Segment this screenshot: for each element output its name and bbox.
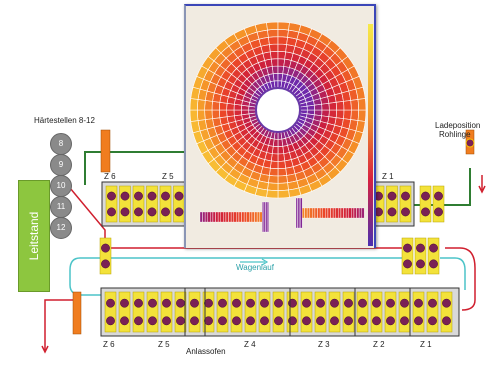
- lower-carrier: [104, 291, 117, 333]
- heat-disc-hole: [255, 87, 301, 133]
- upper-carrier: [146, 185, 158, 223]
- lower-carrier: [202, 291, 215, 333]
- station-10[interactable]: 10: [50, 175, 72, 197]
- transfer-carrier: [414, 237, 427, 275]
- upper-carrier: [159, 185, 172, 223]
- lower-carrier: [132, 291, 145, 333]
- ladeposition-label-2: Rohlinge: [439, 130, 471, 139]
- heater-left: [100, 129, 111, 173]
- anlassofen-label: Anlassofen: [186, 347, 226, 356]
- lower-carrier: [160, 291, 173, 333]
- upper-zone-z1: Z 1: [382, 172, 394, 181]
- upper-zone-z6: Z 6: [104, 172, 116, 181]
- lower-carrier: [258, 291, 271, 333]
- lower-carrier: [216, 291, 229, 333]
- green-rail-left: [84, 151, 188, 185]
- lower-zone-z3: Z 3: [318, 340, 330, 349]
- lower-carrier: [328, 291, 341, 333]
- lower-zone-z5: Z 5: [158, 340, 170, 349]
- leitstand-label: Leitstand: [27, 211, 41, 261]
- red-rail-right: [105, 247, 476, 311]
- lower-carrier: [342, 291, 355, 333]
- upper-carrier: [119, 185, 131, 223]
- lower-carrier: [314, 291, 327, 333]
- upper-zone-z5: Z 5: [162, 172, 174, 181]
- upper-carrier: [132, 185, 145, 223]
- wagenlauf-label: Wagenlauf: [236, 263, 274, 272]
- lower-zone-z1: Z 1: [420, 340, 432, 349]
- transfer-carrier: [419, 185, 432, 223]
- ladeposition-label-1: Ladeposition: [435, 121, 481, 130]
- lower-carrier: [370, 291, 383, 333]
- heatmap-popup-window[interactable]: [184, 4, 376, 248]
- lower-zone-z6: Z 6: [103, 340, 115, 349]
- upper-carrier: [386, 185, 398, 223]
- color-scale-bar: [368, 24, 373, 246]
- lower-carrier: [146, 291, 159, 333]
- lower-carrier: [174, 291, 187, 333]
- lower-carrier: [398, 291, 411, 333]
- upper-carrier: [173, 185, 185, 223]
- haertestellen-label: Härtestellen 8-12: [34, 116, 95, 125]
- station-8[interactable]: 8: [50, 133, 72, 155]
- lower-carrier: [426, 291, 439, 333]
- shaft-section-right: [295, 197, 365, 229]
- heatmap-visualization: [189, 21, 373, 246]
- lower-carrier: [230, 291, 243, 333]
- station-12[interactable]: 12: [50, 217, 72, 239]
- lower-carrier: [272, 291, 285, 333]
- lower-carrier: [286, 291, 299, 333]
- lower-carrier: [244, 291, 257, 333]
- lower-carrier: [412, 291, 425, 333]
- lower-carrier: [300, 291, 313, 333]
- lower-carrier: [440, 291, 453, 333]
- upper-carrier: [105, 185, 118, 223]
- lower-carrier: [356, 291, 369, 333]
- station-11[interactable]: 11: [50, 196, 72, 218]
- red-rail-bottom: [44, 299, 75, 350]
- upper-carrier: [399, 185, 412, 223]
- lower-carrier: [188, 291, 201, 333]
- transfer-carrier: [99, 237, 112, 275]
- lower-carrier: [118, 291, 131, 333]
- lower-zone-z2: Z 2: [373, 340, 385, 349]
- shaft-section-left: [199, 201, 269, 233]
- lower-zone-z4: Z 4: [244, 340, 256, 349]
- transfer-carrier: [401, 237, 414, 275]
- transfer-carrier: [427, 237, 440, 275]
- transfer-carrier: [432, 185, 445, 223]
- station-9[interactable]: 9: [50, 154, 72, 176]
- heater-bottom-left: [72, 291, 82, 335]
- lower-carrier: [384, 291, 397, 333]
- leitstand-panel[interactable]: Leitstand: [18, 180, 50, 292]
